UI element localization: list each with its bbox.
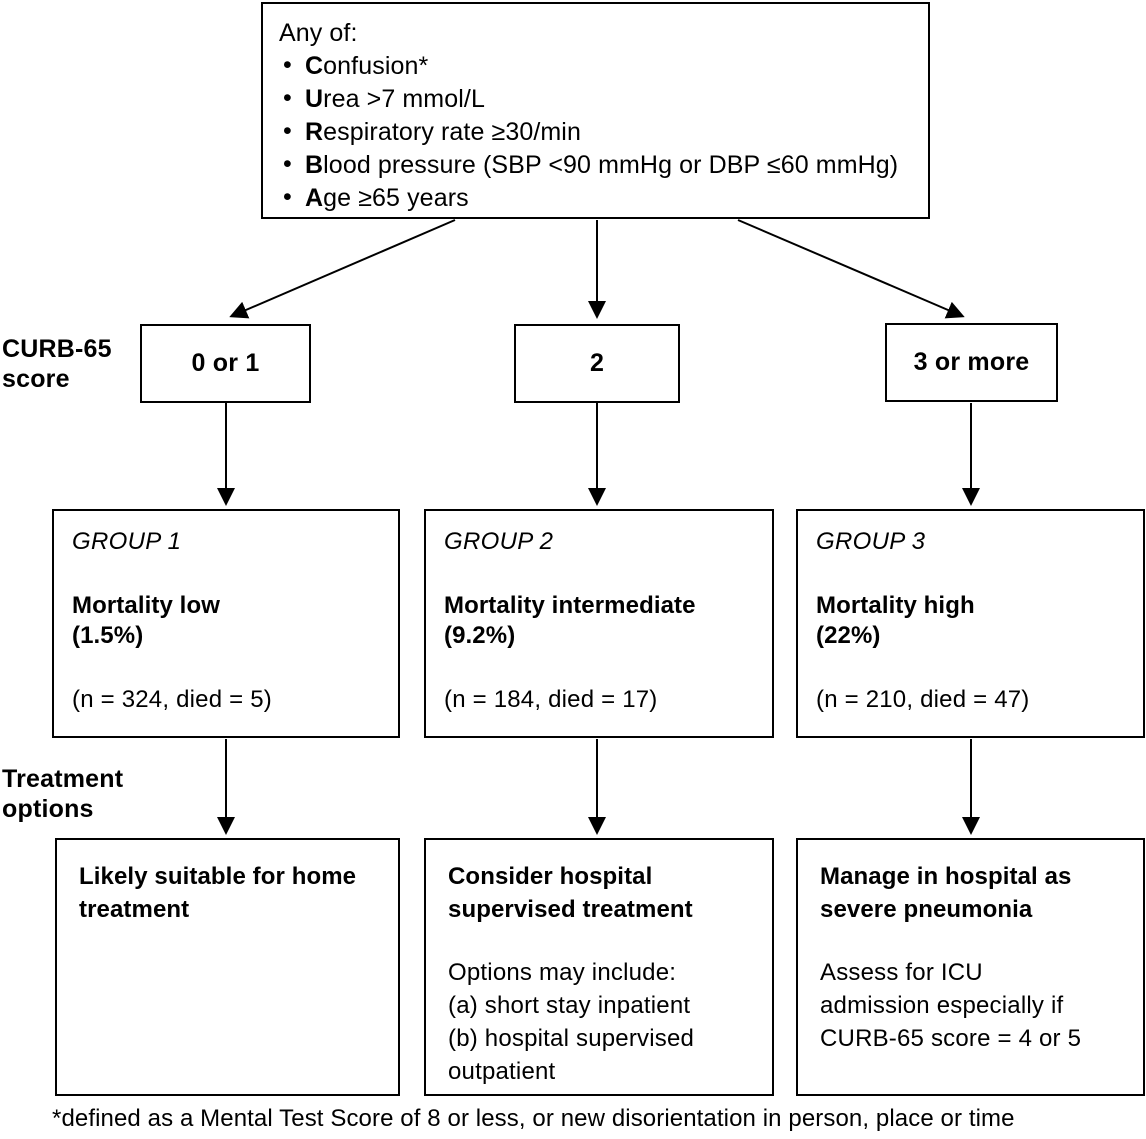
group-mortality: Mortality high (22%) [816, 592, 975, 649]
criteria-text: rea >7 mmol/L [323, 85, 485, 113]
bullet-icon: • [283, 51, 292, 79]
treatment-heading: Manage in hospital as severe pneumonia [820, 863, 1072, 923]
treatment-box-2: Consider hospital supervised treatment O… [424, 838, 774, 1096]
group-box-1: GROUP 1 Mortality low (1.5%) (n = 324, d… [52, 509, 400, 738]
treatment-options-label: Treatment options [2, 765, 124, 823]
group-box-3: GROUP 3 Mortality high (22%) (n = 210, d… [796, 509, 1145, 738]
criteria-item-respiratory-rate: • Respiratory rate ≥30/min [279, 116, 912, 149]
score-box-2: 2 [514, 324, 680, 403]
criteria-lead: Any of: [279, 19, 358, 47]
criteria-text: ge ≥65 years [323, 184, 469, 212]
criteria-item-blood-pressure: • Blood pressure (SBP <90 mmHg or DBP ≤60… [279, 149, 912, 182]
treatment-box-3: Manage in hospital as severe pneumonia A… [796, 838, 1145, 1096]
group-box-2: GROUP 2 Mortality intermediate (9.2%) (n… [424, 509, 774, 738]
group-title: GROUP 2 [444, 528, 554, 555]
criteria-initial: U [305, 85, 324, 113]
group-title: GROUP 3 [816, 528, 926, 555]
treatment-heading: Likely suitable for home treatment [79, 863, 357, 923]
criteria-item-age: • Age ≥65 years [279, 182, 912, 215]
treatment-box-1: Likely suitable for home treatment [55, 838, 400, 1096]
group-mortality: Mortality intermediate (9.2%) [444, 592, 696, 649]
criteria-initial: B [305, 151, 324, 179]
bullet-icon: • [283, 84, 292, 112]
criteria-box: Any of: • Confusion* • Urea >7 mmol/L • Res… [261, 2, 930, 219]
footnote: *defined as a Mental Test Score of 8 or … [52, 1105, 1015, 1132]
curb-65-score-label: CURB-65 score [2, 335, 112, 393]
criteria-text: onfusion* [323, 52, 429, 80]
score-box-0-or-1: 0 or 1 [140, 324, 311, 403]
criteria-text: espiratory rate ≥30/min [323, 118, 581, 146]
criteria-initial: R [305, 118, 324, 146]
group-counts: (n = 210, died = 47) [816, 686, 1030, 713]
criteria-item-urea: • Urea >7 mmol/L [279, 83, 912, 116]
criteria-list: • Confusion* • Urea >7 mmol/L • Respiratory… [279, 50, 912, 215]
criteria-initial: C [305, 52, 324, 80]
criteria-text: lood pressure (SBP <90 mmHg or DBP ≤60 m… [323, 151, 899, 179]
group-counts: (n = 324, died = 5) [72, 686, 272, 713]
group-title: GROUP 1 [72, 528, 182, 555]
score-box-3-or-more: 3 or more [885, 323, 1058, 402]
bullet-icon: • [283, 183, 292, 211]
bullet-icon: • [283, 150, 292, 178]
treatment-body: Options may include: (a) short stay inpa… [448, 959, 695, 1085]
treatment-heading: Consider hospital supervised treatment [448, 863, 693, 923]
criteria-item-confusion: • Confusion* [279, 50, 912, 83]
treatment-body: Assess for ICU admission especially if C… [820, 959, 1082, 1052]
criteria-initial: A [305, 184, 324, 212]
group-counts: (n = 184, died = 17) [444, 686, 658, 713]
group-mortality: Mortality low (1.5%) [72, 592, 220, 649]
bullet-icon: • [283, 117, 292, 145]
